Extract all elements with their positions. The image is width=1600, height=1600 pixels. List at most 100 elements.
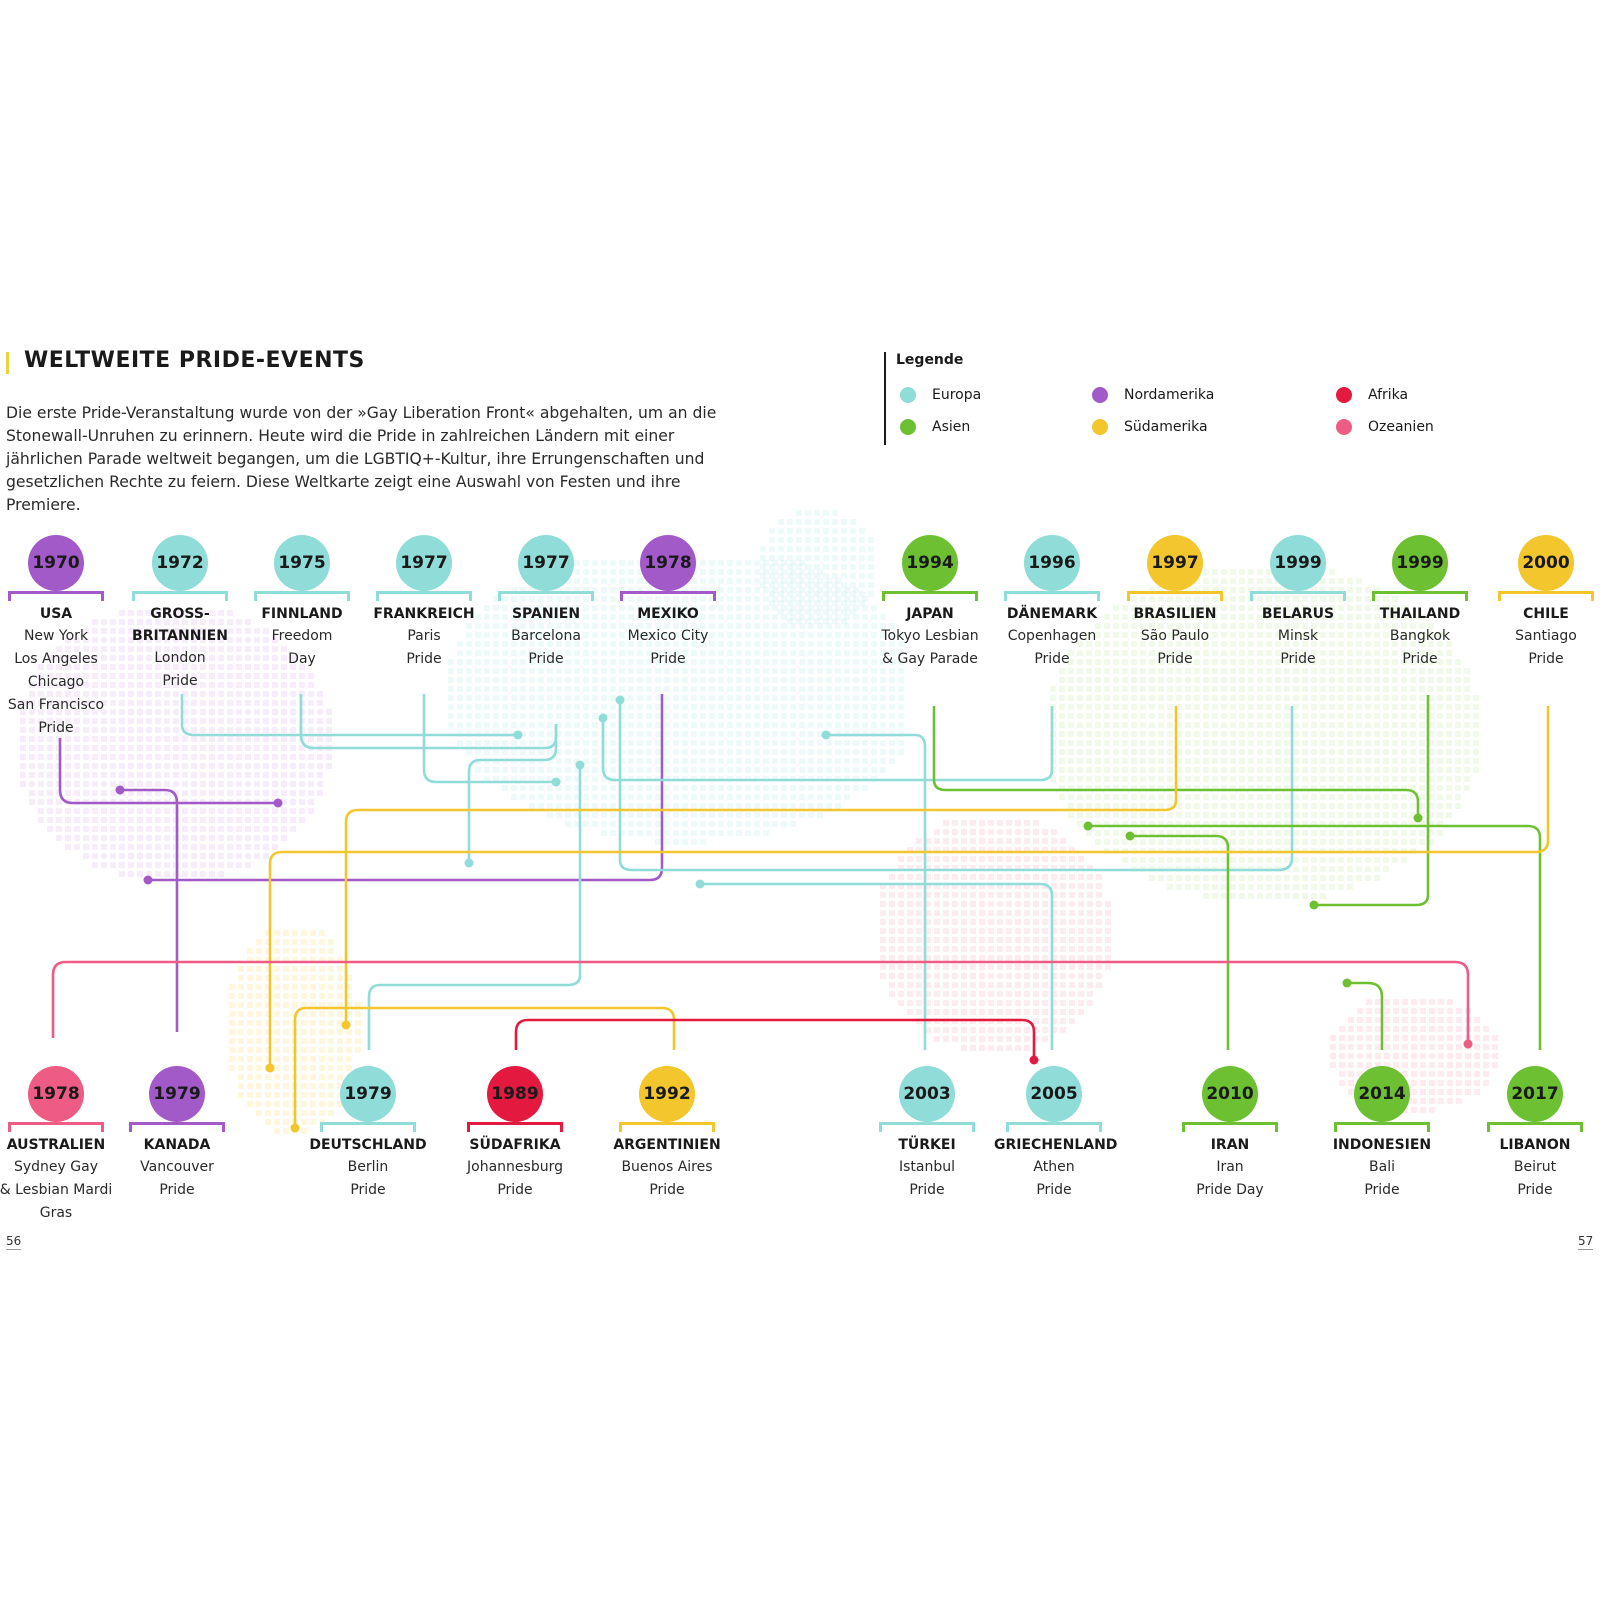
map-dot bbox=[1059, 785, 1065, 791]
map-dot bbox=[265, 1119, 271, 1125]
map-dot bbox=[781, 650, 787, 656]
map-dot bbox=[1158, 821, 1164, 827]
map-dot bbox=[1419, 794, 1425, 800]
map-dot bbox=[191, 610, 197, 616]
map-dot bbox=[850, 519, 856, 525]
map-dot bbox=[781, 569, 787, 575]
map-dot bbox=[1383, 668, 1389, 674]
map-dot bbox=[236, 700, 242, 706]
map-dot bbox=[1185, 641, 1191, 647]
map-dot bbox=[754, 641, 760, 647]
map-dot bbox=[700, 722, 706, 728]
map-dot bbox=[1347, 632, 1353, 638]
map-dot bbox=[1194, 875, 1200, 881]
map-dot bbox=[970, 982, 976, 988]
map-dot bbox=[1411, 1098, 1417, 1104]
map-dot bbox=[1483, 1044, 1489, 1050]
map-dot bbox=[817, 596, 823, 602]
map-dot bbox=[1311, 839, 1317, 845]
map-dot bbox=[227, 655, 233, 661]
map-dot bbox=[245, 673, 251, 679]
map-dot bbox=[1338, 668, 1344, 674]
map-dot bbox=[256, 1074, 262, 1080]
map-dot bbox=[110, 718, 116, 724]
map-dot bbox=[1438, 1017, 1444, 1023]
map-dot bbox=[655, 767, 661, 773]
map-dot bbox=[272, 709, 278, 715]
map-dot bbox=[110, 619, 116, 625]
map-dot bbox=[1311, 596, 1317, 602]
map-dot bbox=[1410, 722, 1416, 728]
map-dot bbox=[778, 582, 784, 588]
map-dot bbox=[146, 808, 152, 814]
map-dot bbox=[682, 713, 688, 719]
map-dot bbox=[529, 659, 535, 665]
map-dot bbox=[328, 993, 334, 999]
map-dot bbox=[1087, 874, 1093, 880]
map-dot bbox=[1447, 1008, 1453, 1014]
map-dot bbox=[236, 754, 242, 760]
map-dot bbox=[841, 555, 847, 561]
map-dot bbox=[979, 865, 985, 871]
map-dot bbox=[1257, 875, 1263, 881]
map-dot bbox=[664, 704, 670, 710]
map-dot bbox=[301, 1038, 307, 1044]
map-dot bbox=[1051, 928, 1057, 934]
legend-item-afrika: Afrika bbox=[1336, 387, 1408, 403]
map-dot bbox=[1338, 758, 1344, 764]
map-dot bbox=[1221, 767, 1227, 773]
map-dot bbox=[1266, 695, 1272, 701]
map-dot bbox=[137, 691, 143, 697]
map-dot bbox=[817, 722, 823, 728]
map-dot bbox=[173, 700, 179, 706]
map-dot bbox=[1158, 830, 1164, 836]
map-dot bbox=[745, 713, 751, 719]
map-dot bbox=[1068, 812, 1074, 818]
map-dot bbox=[844, 740, 850, 746]
map-dot bbox=[1266, 803, 1272, 809]
map-dot bbox=[574, 650, 580, 656]
map-dot bbox=[1438, 1035, 1444, 1041]
map-dot bbox=[850, 591, 856, 597]
map-dot bbox=[1248, 875, 1254, 881]
map-dot bbox=[1212, 596, 1218, 602]
map-dot bbox=[1149, 686, 1155, 692]
map-dot bbox=[1221, 686, 1227, 692]
map-dot bbox=[871, 713, 877, 719]
map-dot bbox=[457, 668, 463, 674]
map-dot bbox=[1366, 1044, 1372, 1050]
map-dot bbox=[934, 946, 940, 952]
map-dot bbox=[826, 587, 832, 593]
map-dot bbox=[772, 659, 778, 665]
map-dot bbox=[1311, 812, 1317, 818]
country-name: KANADA bbox=[143, 1137, 211, 1153]
map-dot bbox=[655, 713, 661, 719]
map-dot bbox=[1275, 794, 1281, 800]
map-dot bbox=[1393, 1044, 1399, 1050]
map-dot bbox=[1078, 919, 1084, 925]
map-dot bbox=[754, 668, 760, 674]
map-dot bbox=[871, 677, 877, 683]
map-dot bbox=[475, 650, 481, 656]
map-dot bbox=[1419, 731, 1425, 737]
map-dot bbox=[1086, 740, 1092, 746]
map-dot bbox=[673, 821, 679, 827]
map-dot bbox=[529, 785, 535, 791]
map-dot bbox=[808, 632, 814, 638]
map-dot bbox=[1293, 758, 1299, 764]
map-dot bbox=[763, 641, 769, 647]
map-dot bbox=[1302, 677, 1308, 683]
map-dot bbox=[1401, 695, 1407, 701]
map-dot bbox=[778, 555, 784, 561]
map-dot bbox=[988, 1009, 994, 1015]
map-dot bbox=[1077, 722, 1083, 728]
map-dot bbox=[209, 718, 215, 724]
map-dot bbox=[155, 673, 161, 679]
map-dot bbox=[1113, 650, 1119, 656]
map-dot bbox=[754, 812, 760, 818]
connector-line bbox=[826, 733, 927, 1050]
map-dot bbox=[988, 910, 994, 916]
map-dot bbox=[1042, 856, 1048, 862]
map-dot bbox=[952, 1027, 958, 1033]
